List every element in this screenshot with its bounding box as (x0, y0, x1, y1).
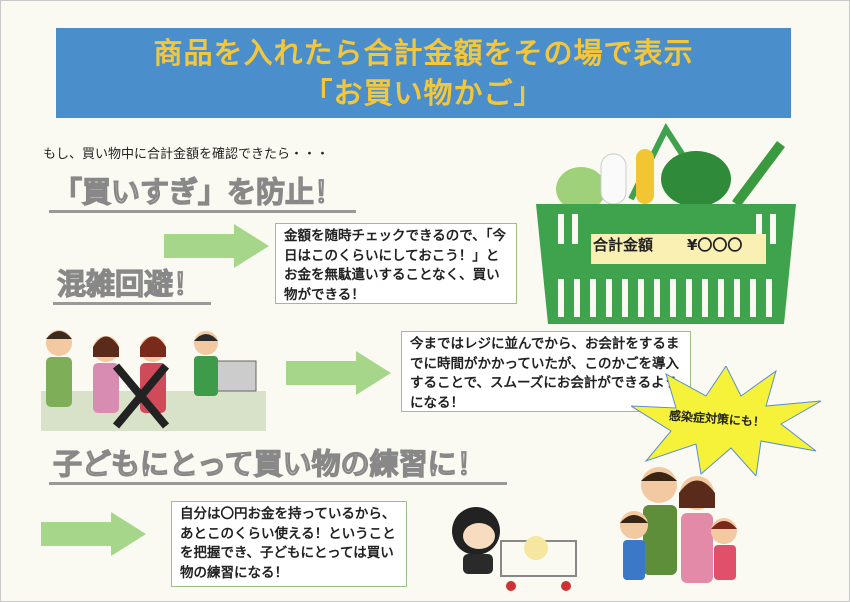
overbuy-description: 金額を随時チェックできるので、「今日はこのくらいにしておこう！」とお金を無駄遣い… (275, 223, 517, 304)
arrow-icon (41, 512, 146, 556)
intro-text: もし、買い物中に合計金額を確認できたら・・・ (43, 147, 330, 162)
arrow-icon (164, 224, 269, 268)
starburst-shape (631, 366, 821, 476)
title-banner: 商品を入れたら合計金額をその場で表示 「お買い物かご」 (56, 28, 791, 118)
heading-overbuy: 「買いすぎ」を防止！ (49, 174, 356, 213)
heading-kids-practice: 子どもにとって買い物の練習に！ (49, 446, 507, 485)
title-line-2: 「お買い物かご」 (303, 76, 544, 110)
kids-description: 自分は〇円お金を持っているから、あとこのくらい使える！ということを把握でき、子ど… (171, 501, 407, 587)
basket-slots (558, 279, 772, 317)
title-line-1: 商品を入れたら合計金額をその場で表示 (153, 36, 694, 70)
shopping-basket-illustration (536, 122, 796, 324)
arrow-icon (286, 351, 391, 395)
heading-avoid-crowding: 混雑回避！ (53, 266, 211, 305)
family-illustration (620, 467, 737, 583)
child-with-cart-illustration (452, 507, 577, 591)
checkout-queue-illustration (41, 330, 266, 431)
basket-total-label: 合計金額 (593, 236, 654, 254)
basket-total-amount: ¥〇〇〇 (687, 236, 743, 254)
crowding-description: 今まではレジに並んでから、お会計をするまでに時間がかかっていたが、このかごを導入… (401, 331, 691, 412)
